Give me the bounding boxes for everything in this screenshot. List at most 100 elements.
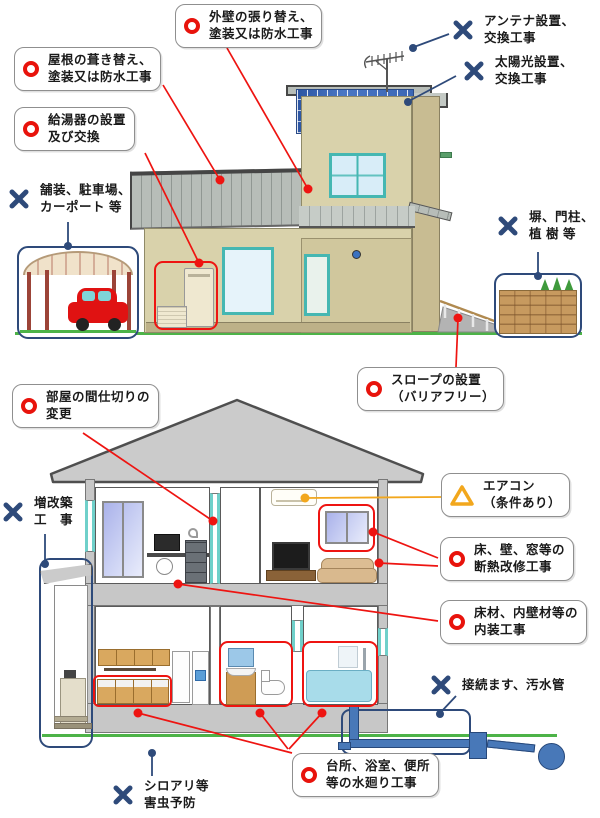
insulated-window-highlight xyxy=(318,504,375,552)
bathtub xyxy=(306,670,372,702)
label-text: （条件あり） xyxy=(483,496,562,510)
label-text: カーポート 等 xyxy=(40,200,122,214)
water-heater-tank xyxy=(184,268,214,327)
label-text: 及び交換 xyxy=(48,130,101,144)
car-window xyxy=(82,291,95,301)
note-sewer: 接続ます、汚水管 xyxy=(430,674,565,696)
conditional-triangle-icon xyxy=(450,484,474,506)
label-text: 給湯器の設置 xyxy=(48,113,127,127)
vanity-cabinet xyxy=(226,672,256,705)
note-extension: 増改築 工 事 xyxy=(2,495,73,529)
callout-interior-finish: 床材、内壁材等の 内装工事 xyxy=(440,600,588,644)
carport-post xyxy=(127,272,131,332)
desk-monitor xyxy=(154,534,180,551)
label-text: 植 樹 等 xyxy=(529,227,576,241)
label-text: 台所、浴室、便所 xyxy=(326,759,431,773)
label-text: 接続ます、汚水管 xyxy=(462,677,566,692)
eligible-circle-icon xyxy=(449,614,465,630)
outdoor-unit xyxy=(157,306,187,328)
eligible-circle-icon xyxy=(23,121,39,137)
aircon-unit xyxy=(271,489,317,506)
label-text: 塗装又は防水工事 xyxy=(209,27,314,41)
excluded-x-icon xyxy=(3,502,23,522)
porch-light xyxy=(352,250,361,259)
eligible-circle-icon xyxy=(21,398,37,414)
eligible-circle-icon xyxy=(301,767,317,783)
sofa xyxy=(317,568,377,583)
living-window xyxy=(325,511,369,544)
label-text: アンテナ設置、 xyxy=(484,14,575,28)
callout-slope-ramp: スロープの設置 （バリアフリー） xyxy=(357,367,505,411)
desk-chair xyxy=(156,558,173,575)
entry-door xyxy=(304,254,330,316)
label-text: 床、壁、窓等の xyxy=(474,543,566,557)
label-text: （バリアフリー） xyxy=(391,390,496,404)
sewer-highlight xyxy=(341,709,471,755)
ground-line xyxy=(15,332,582,335)
excluded-x-icon xyxy=(453,20,473,40)
label-text: 害虫予防 xyxy=(144,796,197,810)
entry-step xyxy=(54,716,88,722)
label-text: 屋根の葺き替え、 xyxy=(48,53,153,67)
label-text: 交換工事 xyxy=(484,31,537,45)
water-heater-highlight xyxy=(154,261,218,330)
shrub xyxy=(552,277,562,292)
callout-roof-reroofing: 屋根の葺き替え、 塗装又は防水工事 xyxy=(14,47,162,91)
eligible-circle-icon xyxy=(449,551,465,567)
sewer-hpipe xyxy=(349,739,473,748)
desk-drawers xyxy=(185,540,207,583)
toilet-bowl xyxy=(261,680,285,695)
label-text: 断熱改修工事 xyxy=(474,560,553,574)
label-text: 内装工事 xyxy=(474,623,527,637)
carport-post xyxy=(27,272,31,332)
junction-box xyxy=(469,732,487,759)
water-heater-panel xyxy=(188,274,210,277)
barrier-free-ramp xyxy=(437,299,498,333)
label-text: 太陽光設置、 xyxy=(495,55,574,69)
bath-window xyxy=(338,646,358,668)
shrub xyxy=(564,279,574,292)
note-fence: 塀、門柱、 植 樹 等 xyxy=(497,209,594,243)
label-text: 変更 xyxy=(46,407,73,421)
note-solar: 太陽光設置、 交換工事 xyxy=(463,54,573,88)
excluded-x-icon xyxy=(9,189,29,209)
label-text: 舗装、駐車場、 xyxy=(40,183,132,197)
excluded-x-icon xyxy=(464,61,484,81)
carport-ground xyxy=(20,330,136,333)
wall-cut xyxy=(378,628,388,656)
kitchen-counter-highlight xyxy=(93,675,172,707)
floor-slab xyxy=(85,583,388,606)
shower-head xyxy=(363,648,366,670)
sewer-stub xyxy=(338,742,351,750)
label-text: 床材、内壁材等の xyxy=(474,606,579,620)
label-text: 等の水廻り工事 xyxy=(326,776,418,790)
label-text: 外壁の張り替え、 xyxy=(209,10,314,24)
callout-aircon: エアコン （条件あり） xyxy=(441,473,571,517)
entrance-panel xyxy=(301,238,412,333)
lower-window xyxy=(222,247,274,315)
callout-exterior-wall: 外壁の張り替え、 塗装又は防水工事 xyxy=(175,4,323,48)
label-text: 工 事 xyxy=(34,513,74,527)
bathroom-highlight xyxy=(302,641,378,707)
note-antenna: アンテナ設置、 交換工事 xyxy=(452,13,575,47)
note-termite: シロアリ等 害虫予防 xyxy=(112,778,209,812)
label-text: 増改築 xyxy=(34,496,74,510)
kitchen-lower-cabinets xyxy=(97,679,169,704)
label-text: エアコン xyxy=(483,479,536,493)
eligible-circle-icon xyxy=(23,61,39,77)
car-wheel xyxy=(76,318,89,331)
label-text: 塗装又は防水工事 xyxy=(48,70,153,84)
toilet-tank xyxy=(261,670,270,682)
callout-insulation: 床、壁、窓等の 断熱改修工事 xyxy=(440,537,575,581)
car-wheel xyxy=(108,318,121,331)
main-roof xyxy=(130,168,301,230)
hallway xyxy=(220,487,260,584)
extension-highlight xyxy=(39,558,93,748)
kitchen-utensils xyxy=(104,668,156,671)
label-text: スロープの設置 xyxy=(391,373,482,387)
label-text: 交換工事 xyxy=(495,72,548,86)
shrub xyxy=(540,279,550,292)
tv xyxy=(272,542,310,570)
eaves-band xyxy=(299,206,415,228)
